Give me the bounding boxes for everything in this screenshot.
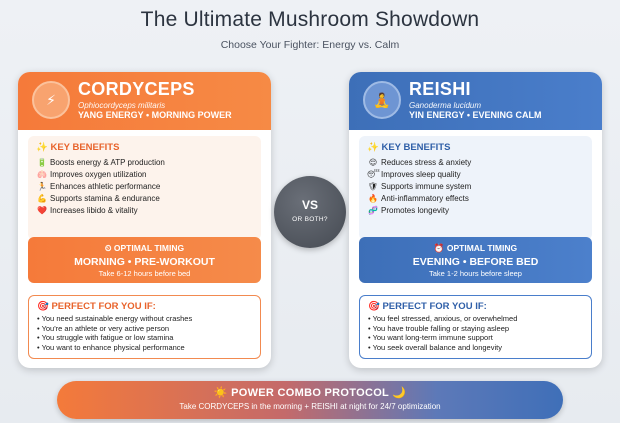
reishi-benefits: ✨ KEY BENEFITS 😌Reduces stress & anxiety… [359, 136, 592, 240]
versus-badge: VS OR BOTH? [274, 176, 346, 248]
battery-icon: 🔋 [37, 158, 47, 167]
versus-subtext: OR BOTH? [292, 216, 328, 223]
heart-icon: ❤️ [37, 206, 47, 215]
fit-item: • You have trouble falling or staying as… [368, 323, 510, 333]
benefit-text: Enhances athletic performance [50, 182, 161, 191]
fit-item: • You struggle with fatigue or low stami… [37, 333, 174, 342]
cordyceps-perfect-for: 🎯 PERFECT FOR YOU IF: • You need sustain… [28, 295, 261, 359]
perfect-for-title: 🎯 PERFECT FOR YOU IF: [37, 301, 156, 312]
relieved-face-icon: 😌 [368, 158, 378, 167]
shield-icon: 🛡 [367, 182, 379, 191]
cordyceps-header: ⚡ CORDYCEPS Ophiocordyceps militaris YAN… [18, 72, 271, 130]
fire-icon: 🔥 [368, 194, 378, 203]
cordyceps-benefits: ✨ KEY BENEFITS 🔋Boosts energy & ATP prod… [28, 136, 261, 240]
timing-label: ⏰ OPTIMAL TIMING [433, 243, 518, 253]
reishi-timing: ⏰ OPTIMAL TIMING EVENING • BEFORE BED Ta… [359, 237, 592, 283]
benefit-item: ❤️Increases libido & vitality [36, 205, 253, 217]
timing-value: MORNING • PRE-WORKOUT [74, 256, 215, 268]
benefit-text: Anti-inflammatory effects [381, 194, 469, 203]
cordyceps-tagline: YANG ENERGY • MORNING POWER [78, 110, 232, 120]
combo-description: Take CORDYCEPS in the morning + REISHI a… [179, 402, 441, 411]
reishi-latin-name: Ganoderma lucidum [409, 101, 482, 110]
benefits-title: ✨ KEY BENEFITS [36, 142, 120, 153]
lightning-icon: ⚡ [32, 81, 70, 119]
reishi-header: 🧘 REISHI Ganoderma lucidum YIN ENERGY • … [349, 72, 602, 130]
cordyceps-timing: ⏲ OPTIMAL TIMING MORNING • PRE-WORKOUT T… [28, 237, 261, 283]
fit-item: • You need sustainable energy without cr… [37, 314, 193, 323]
cordyceps-latin-name: Ophiocordyceps militaris [78, 101, 166, 110]
benefit-text: Supports stamina & endurance [50, 194, 160, 203]
muscle-icon: 💪 [37, 194, 47, 203]
fit-item: • You want long-term immune support [368, 333, 493, 342]
power-combo-banner: ☀️ POWER COMBO PROTOCOL 🌙 Take CORDYCEPS… [57, 381, 563, 419]
fit-item: • You seek overall balance and longevity [368, 342, 502, 352]
page-title: The Ultimate Mushroom Showdown [140, 8, 480, 31]
timing-note: Take 6-12 hours before bed [98, 269, 191, 278]
benefit-text: Boosts energy & ATP production [50, 158, 165, 167]
reishi-tagline: YIN ENERGY • EVENING CALM [409, 110, 542, 120]
combo-title: ☀️ POWER COMBO PROTOCOL 🌙 [213, 387, 407, 399]
cordyceps-card: ⚡ CORDYCEPS Ophiocordyceps militaris YAN… [18, 72, 271, 368]
benefit-item: 🛡Supports immune system [367, 181, 584, 193]
benefit-text: Improves sleep quality [381, 170, 461, 179]
timing-note: Take 1-2 hours before sleep [429, 269, 522, 278]
timing-label: ⏲ OPTIMAL TIMING [104, 243, 185, 253]
benefit-item: 🔋Boosts energy & ATP production [36, 157, 253, 169]
runner-icon: 🏃 [37, 182, 47, 191]
fit-item: • You're an athlete or very active perso… [37, 323, 170, 333]
benefit-item: 😴Improves sleep quality [367, 169, 584, 181]
page-subtitle: Choose Your Fighter: Energy vs. Calm [220, 39, 400, 51]
reishi-card: 🧘 REISHI Ganoderma lucidum YIN ENERGY • … [349, 72, 602, 368]
dna-icon: 🧬 [368, 206, 378, 215]
sleeping-face-icon: 😴 [367, 170, 380, 179]
cordyceps-name: CORDYCEPS [78, 79, 195, 99]
benefit-item: 🔥Anti-inflammatory effects [367, 193, 584, 205]
benefit-item: 🧬Promotes longevity [367, 205, 584, 217]
benefit-item: 😌Reduces stress & anxiety [367, 157, 584, 169]
lungs-icon: 🫁 [37, 170, 47, 179]
benefit-item: 🫁Improves oxygen utilization [36, 169, 253, 181]
fit-item: • You feel stressed, anxious, or overwhe… [368, 314, 518, 323]
timing-value: EVENING • BEFORE BED [412, 256, 539, 268]
benefit-text: Improves oxygen utilization [50, 170, 147, 179]
benefit-text: Supports immune system [381, 182, 472, 191]
meditation-icon: 🧘 [363, 81, 401, 119]
benefit-text: Increases libido & vitality [50, 206, 138, 215]
benefit-item: 🏃Enhances athletic performance [36, 181, 253, 193]
perfect-for-title: 🎯 PERFECT FOR YOU IF: [368, 301, 487, 312]
benefit-text: Reduces stress & anxiety [381, 158, 472, 167]
reishi-name: REISHI [409, 79, 471, 99]
benefits-title: ✨ KEY BENEFITS [367, 142, 451, 153]
benefit-item: 💪Supports stamina & endurance [36, 193, 253, 205]
versus-text: VS [301, 198, 318, 212]
fit-item: • You want to enhance physical performan… [37, 342, 185, 352]
benefit-text: Promotes longevity [381, 206, 450, 215]
reishi-perfect-for: 🎯 PERFECT FOR YOU IF: • You feel stresse… [359, 295, 592, 359]
